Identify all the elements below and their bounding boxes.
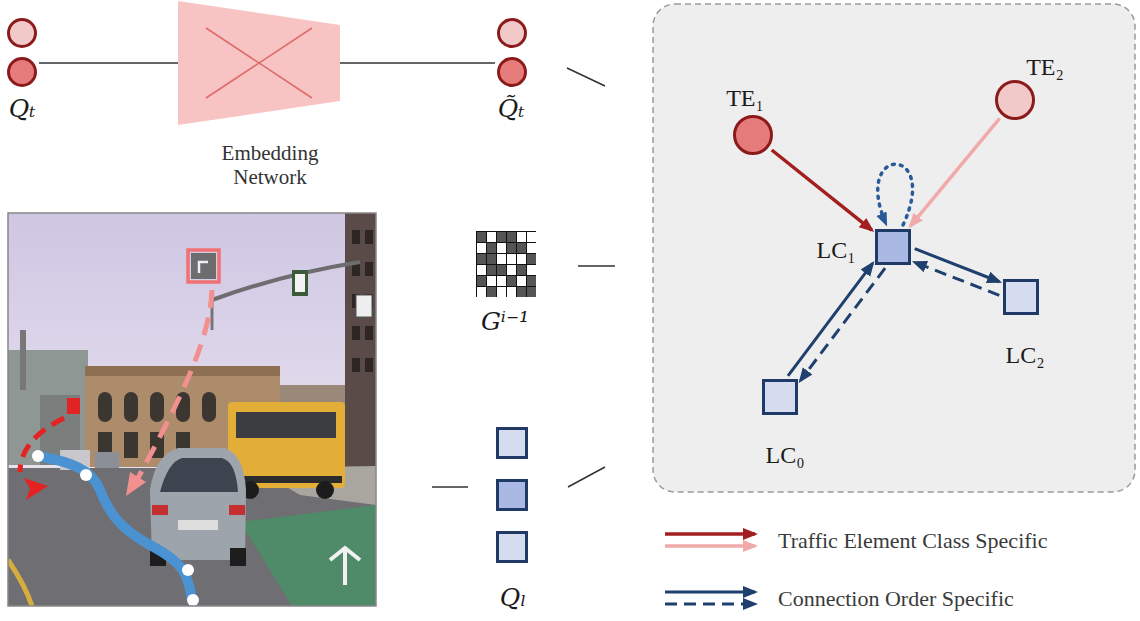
query-circle [7,57,37,87]
matrix-cell [487,243,497,254]
edge-connector [915,249,1000,282]
traffic-element: TE₂ [995,80,1035,120]
node-label: LC₀ [765,442,804,468]
matrix-cell [517,254,527,265]
matrix-cell [477,287,487,298]
street-photo [8,213,376,606]
matrix-cell [527,243,537,254]
legend-text: Traffic Element Class Specific [778,528,1047,554]
matrix-cell [487,276,497,287]
matrix-cell [527,232,537,243]
matrix-cell [497,232,507,243]
matrix-cell [507,276,517,287]
matrix-cell [527,254,537,265]
query-square [496,479,528,511]
matrix-cell [487,287,497,298]
matrix-cell [527,276,537,287]
matrix-cell [497,254,507,265]
lane-centerline: LC₀ [762,379,798,415]
cross-line [206,28,312,98]
matrix-cell [497,265,507,276]
node-label: LC₂ [1005,342,1044,368]
node-label: Qₗ [500,584,527,612]
lane-queries: Qₗ [496,427,528,563]
query-circles: Qₜ [5,17,39,89]
matrix-cell [487,254,497,265]
query-square [496,427,528,459]
query-circle [497,18,527,48]
edge-connector [39,62,178,64]
matrix-cell [497,276,507,287]
matrix-cell [517,265,527,276]
matrix-cell [507,287,517,298]
matrix-cell [517,287,527,298]
matrix-cell [497,243,507,254]
legend-sample [663,528,763,554]
matrix-cell [507,232,517,243]
matrix-cell [527,265,537,276]
query-square [496,531,528,563]
edge-connector [910,118,999,225]
matrix-cell [477,276,487,287]
edge-connector [772,150,872,230]
matrix-grid [476,231,536,297]
legend-entry: Connection Order Specific [663,586,1133,612]
cross-line [206,28,312,98]
legend-entry: Traffic Element Class Specific [663,528,1133,554]
matrix-cell [497,287,507,298]
traffic-element: TE₁ [733,115,773,155]
query-circle [497,57,527,87]
lane-centerline: LC₂ [1003,279,1039,315]
edge-connector [340,62,495,64]
matrix-cell [517,243,527,254]
edge-connector [800,268,885,380]
matrix-cell [477,254,487,265]
legend-text: Connection Order Specific [778,586,1014,612]
matrix-cell [477,232,487,243]
node-label: Gⁱ⁻¹ [481,308,529,336]
query-circle [7,18,37,48]
node-label: LC₁ [816,237,855,263]
matrix-cell [477,243,487,254]
legend-sample [663,586,763,612]
matrix-cell [527,287,537,298]
adjacency-matrix: Gⁱ⁻¹ [476,231,536,297]
lane-centerline: LC₁ [875,229,911,265]
matrix-cell [517,232,527,243]
photo-frame [8,213,376,606]
node-label: TE₁ [726,85,764,111]
edge-connector [788,263,873,375]
matrix-cell [507,243,517,254]
matrix-cell [517,276,527,287]
edge-connector [878,164,913,225]
matrix-cell [507,265,517,276]
node-label: TE₂ [1026,54,1064,80]
matrix-cell [487,232,497,243]
node-label: Q̃ₜ [498,95,525,123]
leader-lines [432,68,615,487]
trapezoid-shape [178,0,340,126]
edge-connector [915,262,1000,295]
trapezoid [178,1,340,125]
graph-panel [653,4,1135,492]
query-circles: Q̃ₜ [495,17,529,89]
matrix-cell [477,265,487,276]
matrix-cell [487,265,497,276]
node-label: Qₜ [9,95,36,123]
matrix-cell [507,254,517,265]
node-label: Embedding Network [200,141,340,189]
embedding-network: Embedding Network [178,0,340,126]
